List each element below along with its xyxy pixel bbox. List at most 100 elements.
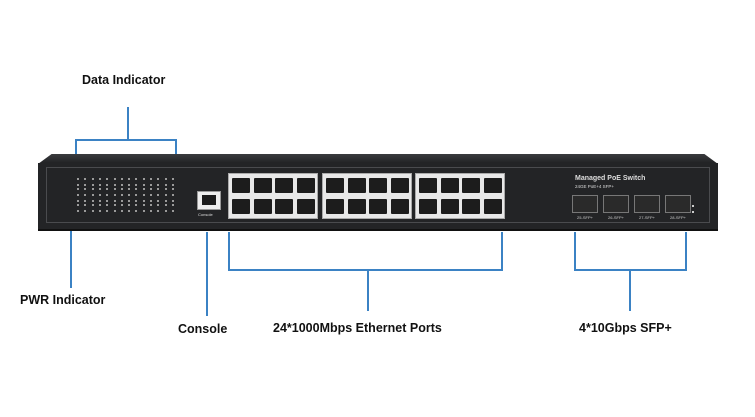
led-dot	[128, 184, 131, 186]
port-group	[322, 173, 412, 219]
led-dot	[84, 188, 87, 190]
led-dot	[120, 178, 123, 180]
port-group	[228, 173, 318, 219]
led-dot	[113, 204, 116, 206]
ethernet-port-19[interactable]	[440, 178, 459, 193]
led-dot	[142, 194, 145, 196]
ethernet-port-13[interactable]	[369, 178, 387, 193]
callout-ethernet	[228, 232, 230, 271]
led-dot	[113, 200, 116, 202]
led-dot	[128, 194, 131, 196]
led-dot	[171, 204, 174, 206]
front-panel: Console Managed PoE Switch 24GE PoE+4 SF…	[38, 163, 718, 231]
led-dot	[157, 210, 160, 212]
led-dot	[128, 210, 131, 212]
sfp-port-25[interactable]	[572, 195, 598, 213]
led-dot	[106, 184, 109, 186]
ethernet-port-5[interactable]	[275, 178, 293, 193]
sfp-port-label: 27-SFP+	[639, 215, 655, 220]
ethernet-port-11[interactable]	[347, 178, 366, 193]
callout-pwr	[70, 206, 72, 288]
ethernet-port-10[interactable]	[326, 199, 344, 214]
led-dot	[142, 204, 145, 206]
led-dot	[84, 210, 87, 212]
led-dot	[150, 204, 152, 206]
led-dot	[106, 194, 109, 196]
led-dot	[171, 200, 174, 202]
led-dot	[157, 184, 160, 186]
ethernet-port-4[interactable]	[253, 199, 272, 214]
label-pwr-indicator: PWR Indicator	[20, 293, 106, 307]
ethernet-port-8[interactable]	[296, 199, 315, 214]
led-dot	[77, 194, 79, 196]
ethernet-port-16[interactable]	[390, 199, 409, 214]
led-dot	[77, 200, 79, 202]
led-dot	[113, 188, 116, 190]
led-dot	[157, 204, 160, 206]
ethernet-port-24[interactable]	[483, 199, 502, 214]
sfp-port-26[interactable]	[603, 195, 629, 213]
led-dot	[113, 178, 116, 180]
led-dot	[157, 188, 160, 190]
label-data-indicator: Data Indicator	[82, 73, 166, 87]
ethernet-port-9[interactable]	[326, 178, 344, 193]
led-dot	[98, 200, 101, 202]
ethernet-port-21[interactable]	[462, 178, 480, 193]
led-dot	[91, 188, 94, 190]
ethernet-port-18[interactable]	[419, 199, 437, 214]
led-dot	[142, 178, 145, 180]
sfp-port-27[interactable]	[634, 195, 660, 213]
ethernet-port-7[interactable]	[296, 178, 315, 193]
ethernet-port-15[interactable]	[390, 178, 409, 193]
led-dot	[142, 210, 145, 212]
pwr-led	[692, 211, 694, 213]
led-dot	[106, 200, 109, 202]
led-dot	[135, 200, 138, 202]
led-dot	[91, 178, 94, 180]
led-dot	[91, 194, 94, 196]
led-dot	[106, 210, 109, 212]
led-dot	[98, 194, 101, 196]
led-dot	[98, 188, 101, 190]
port-group	[415, 173, 505, 219]
label-console: Console	[178, 322, 228, 336]
led-dot	[128, 204, 131, 206]
ethernet-port-23[interactable]	[483, 178, 502, 193]
sfp-port-28[interactable]	[665, 195, 691, 213]
ethernet-port-6[interactable]	[275, 199, 293, 214]
model-title: Managed PoE Switch	[575, 175, 646, 182]
led-dot	[98, 184, 101, 186]
chassis-top	[38, 154, 718, 164]
callout-data	[127, 107, 129, 140]
ethernet-port-3[interactable]	[253, 178, 272, 193]
callout-data	[75, 139, 177, 141]
led-dot	[135, 204, 138, 206]
ethernet-port-12[interactable]	[347, 199, 366, 214]
ethernet-port-1[interactable]	[232, 178, 250, 193]
ethernet-port-14[interactable]	[369, 199, 387, 214]
led-dot	[142, 184, 145, 186]
sfp-port-label: 25-SFP+	[577, 215, 593, 220]
led-dot	[77, 178, 79, 180]
led-dot	[142, 200, 145, 202]
ethernet-port-22[interactable]	[462, 199, 480, 214]
ethernet-port-17[interactable]	[419, 178, 437, 193]
led-dot	[98, 210, 101, 212]
led-dot	[113, 210, 116, 212]
label-sfp: 4*10Gbps SFP+	[579, 321, 672, 335]
label-ethernet-ports: 24*1000Mbps Ethernet Ports	[273, 321, 442, 335]
led-dot	[150, 184, 152, 186]
ethernet-port-2[interactable]	[232, 199, 250, 214]
led-dot	[91, 210, 94, 212]
ethernet-port-20[interactable]	[440, 199, 459, 214]
led-dot	[84, 194, 87, 196]
led-dot	[77, 188, 79, 190]
callout-sfp	[685, 232, 687, 271]
led-dot	[150, 188, 152, 190]
console-port[interactable]	[197, 191, 221, 210]
led-dot	[150, 194, 152, 196]
sfp-port-label: 26-SFP+	[608, 215, 624, 220]
led-dot	[113, 184, 116, 186]
led-dot	[135, 188, 138, 190]
